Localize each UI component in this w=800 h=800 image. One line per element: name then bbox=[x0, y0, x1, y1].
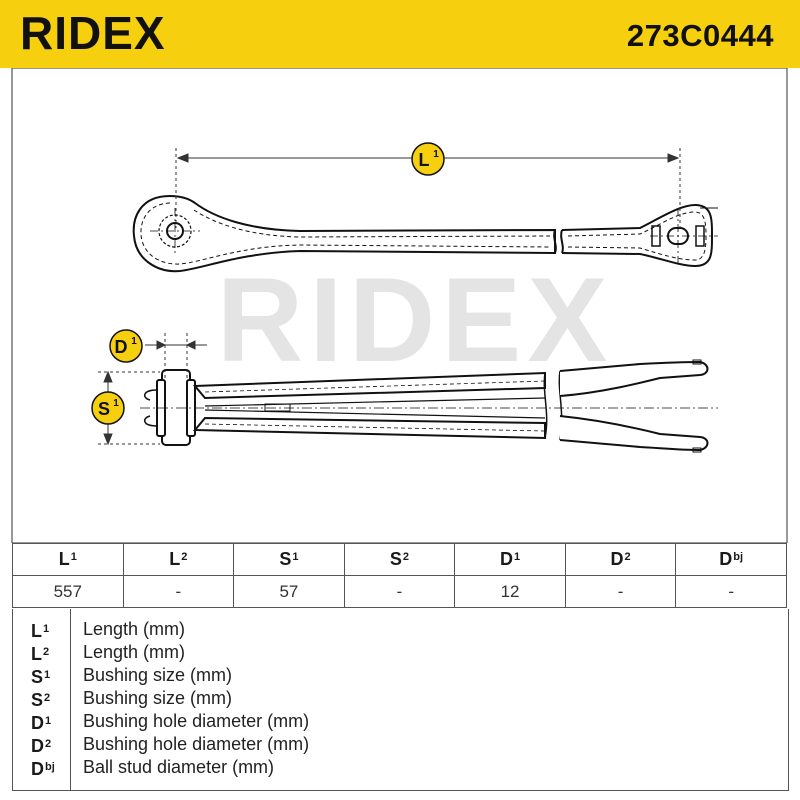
technical-drawing: RIDEX L 1 bbox=[11, 68, 788, 543]
legend-item: D1 Bushing hole diameter (mm) bbox=[13, 710, 788, 733]
spec-header-d2: D2 bbox=[564, 543, 677, 576]
legend-description: Bushing hole diameter (mm) bbox=[83, 734, 310, 754]
legend-item: L1 Length (mm) bbox=[13, 618, 788, 641]
legend-item: S2 Bushing size (mm) bbox=[13, 687, 788, 710]
label-d1-text: D bbox=[115, 337, 128, 357]
spec-value-s2: - bbox=[343, 575, 456, 608]
legend-description: Bushing size (mm) bbox=[83, 688, 233, 708]
legend-description: Bushing size (mm) bbox=[83, 665, 233, 685]
label-l1-sup: 1 bbox=[433, 149, 439, 160]
label-badge-s1: S 1 bbox=[91, 391, 125, 425]
spec-value-d2: - bbox=[564, 575, 677, 608]
legend-symbol: D1 bbox=[31, 713, 52, 733]
spec-value-l1: 557 bbox=[12, 575, 124, 608]
arm-side-view bbox=[140, 359, 718, 453]
spec-value-d1: 12 bbox=[454, 575, 566, 608]
legend-item: Dbj Ball stud diameter (mm) bbox=[13, 756, 788, 779]
ridex-logo: RIDEX bbox=[20, 9, 166, 55]
legend-symbol: L2 bbox=[31, 644, 50, 664]
legend-description: Length (mm) bbox=[83, 642, 186, 662]
spec-value-row: 557 - 57 - 12 - - bbox=[12, 575, 787, 608]
spec-header-s1: S1 bbox=[233, 543, 345, 576]
spec-header-l2: L2 bbox=[122, 543, 235, 576]
legend-symbol: S2 bbox=[31, 690, 51, 710]
label-l1-text: L bbox=[419, 150, 430, 170]
dimension-d1 bbox=[145, 333, 207, 380]
label-s1-text: S bbox=[98, 399, 110, 419]
arm-top-view bbox=[132, 194, 718, 273]
drawing-frame bbox=[11, 68, 788, 543]
spec-header-s2: S2 bbox=[343, 543, 456, 576]
legend-item: L2 Length (mm) bbox=[13, 641, 788, 664]
label-badge-l1: L 1 bbox=[411, 142, 445, 176]
legend-symbol: L1 bbox=[31, 621, 50, 641]
spec-value-l2: - bbox=[122, 575, 235, 608]
legend-description: Length (mm) bbox=[83, 619, 186, 639]
spec-value-s1: 57 bbox=[233, 575, 345, 608]
label-badge-d1: D 1 bbox=[109, 329, 143, 363]
spec-header-dbj: Dbj bbox=[675, 543, 787, 576]
legend-symbol: Dbj bbox=[31, 759, 55, 779]
label-s1-sup: 1 bbox=[113, 398, 119, 409]
legend-symbol: S1 bbox=[31, 667, 51, 687]
label-d1-sup: 1 bbox=[131, 336, 137, 347]
legend-divider bbox=[70, 609, 71, 790]
legend-item: D2 Bushing hole diameter (mm) bbox=[13, 733, 788, 756]
spec-header-l1: L1 bbox=[12, 543, 124, 576]
spec-value-dbj: - bbox=[675, 575, 787, 608]
header-bar: RIDEX 273C0444 bbox=[0, 0, 800, 68]
part-number: 273C0444 bbox=[626, 18, 774, 53]
spec-header-d1: D1 bbox=[454, 543, 566, 576]
spec-table: L1 L2 S1 S2 D1 D2 Dbj 557 - 57 - 12 - - bbox=[12, 543, 787, 608]
legend-symbol: D2 bbox=[31, 736, 52, 756]
watermark: RIDEX bbox=[217, 253, 614, 387]
legend-description: Bushing hole diameter (mm) bbox=[83, 711, 310, 731]
spec-header-row: L1 L2 S1 S2 D1 D2 Dbj bbox=[12, 543, 787, 576]
legend-item: S1 Bushing size (mm) bbox=[13, 664, 788, 687]
brand-wordmark: RIDEX bbox=[20, 9, 166, 55]
legend: L1 Length (mm) L2 Length (mm) S1 Bushing… bbox=[12, 609, 789, 791]
legend-description: Ball stud diameter (mm) bbox=[83, 757, 275, 777]
